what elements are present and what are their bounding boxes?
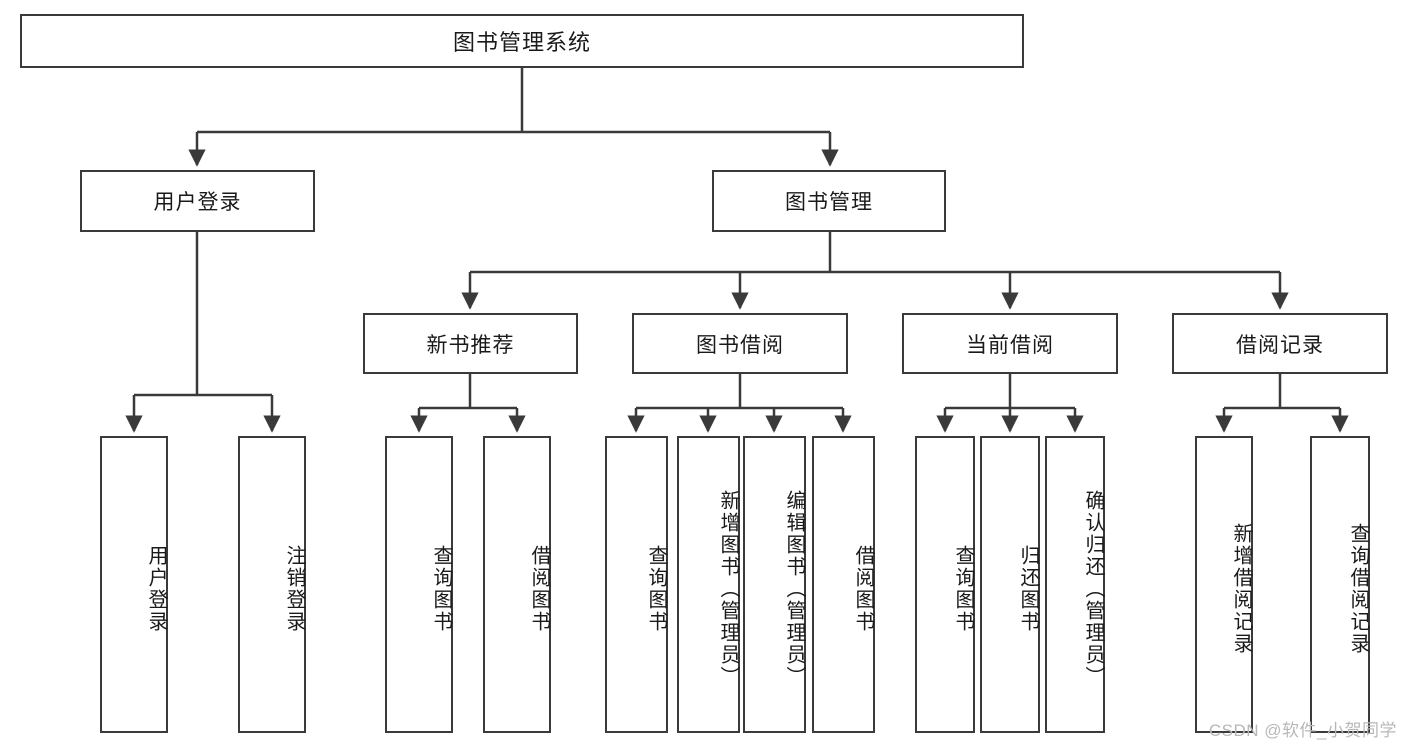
node-label: 查询借阅记录 (1347, 522, 1369, 655)
node-label: 图书管理系统 (452, 30, 591, 55)
node-leaf-11[interactable]: 新增借阅记录 (1195, 436, 1253, 733)
node-level2-0[interactable]: 用户登录 (80, 170, 315, 232)
node-label: 用户登录 (145, 544, 167, 633)
node-leaf-5[interactable]: 新增图书（管理员） (677, 436, 740, 733)
node-label: 确认归还（管理员） (1082, 489, 1104, 688)
node-root-图书管理系统[interactable]: 图书管理系统 (20, 14, 1024, 68)
node-label: 用户登录 (153, 191, 242, 214)
node-leaf-7[interactable]: 借阅图书 (812, 436, 875, 733)
node-level3-1[interactable]: 图书借阅 (632, 313, 848, 374)
node-label: 查询图书 (430, 544, 452, 633)
node-leaf-3[interactable]: 借阅图书 (483, 436, 551, 733)
node-label: 新增图书（管理员） (717, 489, 739, 688)
node-label: 图书借阅 (696, 333, 784, 357)
node-label: 借阅图书 (852, 544, 874, 633)
node-label: 注销登录 (283, 544, 305, 633)
node-leaf-8[interactable]: 查询图书 (915, 436, 975, 733)
node-leaf-12[interactable]: 查询借阅记录 (1310, 436, 1370, 733)
node-level3-2[interactable]: 当前借阅 (902, 313, 1118, 374)
node-label: 查询图书 (645, 544, 667, 633)
node-level2-1[interactable]: 图书管理 (712, 170, 946, 232)
node-label: 新增借阅记录 (1230, 522, 1252, 655)
node-leaf-1[interactable]: 注销登录 (238, 436, 306, 733)
node-level3-0[interactable]: 新书推荐 (363, 313, 578, 374)
node-leaf-10[interactable]: 确认归还（管理员） (1045, 436, 1105, 733)
node-leaf-2[interactable]: 查询图书 (385, 436, 453, 733)
node-leaf-9[interactable]: 归还图书 (980, 436, 1040, 733)
node-label: 查询图书 (952, 544, 974, 633)
node-leaf-4[interactable]: 查询图书 (605, 436, 668, 733)
node-leaf-6[interactable]: 编辑图书（管理员） (743, 436, 806, 733)
node-level3-3[interactable]: 借阅记录 (1172, 313, 1388, 374)
watermark: CSDN @软件_小贺同学 (1208, 721, 1397, 740)
node-label: 当前借阅 (966, 333, 1054, 357)
node-label: 借阅图书 (528, 544, 550, 633)
node-label: 归还图书 (1017, 544, 1039, 633)
node-label: 新书推荐 (426, 333, 515, 357)
node-label: 图书管理 (785, 191, 873, 214)
node-label: 借阅记录 (1236, 333, 1324, 357)
node-leaf-0[interactable]: 用户登录 (100, 436, 168, 733)
node-label: 编辑图书（管理员） (783, 489, 805, 688)
